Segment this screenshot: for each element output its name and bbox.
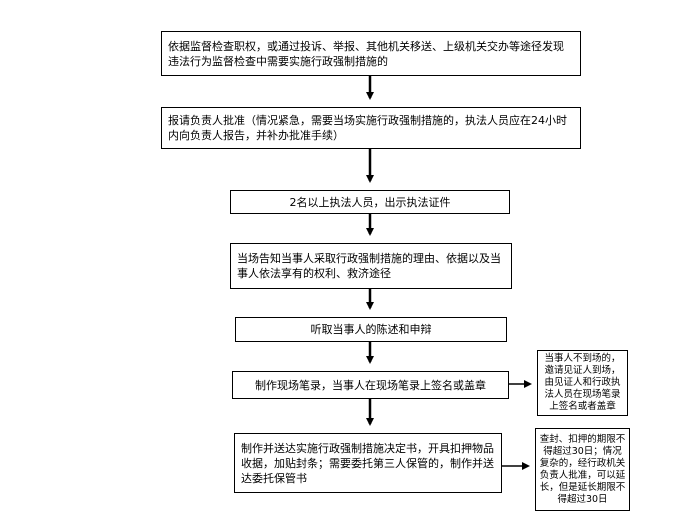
step-request-approval: 报请负责人批准（情况紧急，需要当场实施行政强制措施的，执法人员应在24小时内向负… bbox=[161, 107, 581, 149]
step-show-credentials: 2名以上执法人员，出示执法证件 bbox=[230, 190, 510, 214]
step-serve-decision-text: 制作并送达实施行政强制措施决定书，开具扣押物品收据，加贴封条；需要委托第三人保管… bbox=[241, 441, 494, 485]
note-absent-party: 当事人不到场的，邀请见证人到场，由见证人和行政执法人员在现场笔录上签名或者盖章 bbox=[537, 350, 628, 416]
step-inform-party-text: 当场告知当事人采取行政强制措施的理由、依据以及当事人依法享有的权利、救济途径 bbox=[237, 252, 501, 280]
step-hear-statement: 听取当事人的陈述和申辩 bbox=[235, 317, 507, 342]
step-request-approval-text: 报请负责人批准（情况紧急，需要当场实施行政强制措施的，执法人员应在24小时内向负… bbox=[168, 114, 567, 142]
note-absent-party-text: 当事人不到场的，邀请见证人到场，由见证人和行政执法人员在现场笔录上签名或者盖章 bbox=[544, 353, 621, 412]
step-discover-violation-text: 依据监督检查职权，或通过投诉、举报、其他机关移送、上级机关交办等途径发现违法行为… bbox=[168, 39, 564, 68]
step-inform-party: 当场告知当事人采取行政强制措施的理由、依据以及当事人依法享有的权利、救济途径 bbox=[230, 243, 512, 289]
step-show-credentials-text: 2名以上执法人员，出示执法证件 bbox=[289, 195, 451, 209]
step-serve-decision: 制作并送达实施行政强制措施决定书，开具扣押物品收据，加贴封条；需要委托第三人保管… bbox=[234, 433, 502, 493]
note-seizure-period-text: 查封、扣押的期限不得超过30日；情况复杂的，经行政机关负责人批准，可以延长，但是… bbox=[539, 433, 626, 505]
note-seizure-period: 查封、扣押的期限不得超过30日；情况复杂的，经行政机关负责人批准，可以延长，但是… bbox=[535, 428, 630, 511]
step-discover-violation: 依据监督检查职权，或通过投诉、举报、其他机关移送、上级机关交办等途径发现违法行为… bbox=[161, 31, 581, 76]
step-onsite-record: 制作现场笔录，当事人在现场笔录上签名或盖章 bbox=[232, 371, 509, 399]
step-onsite-record-text: 制作现场笔录，当事人在现场笔录上签名或盖章 bbox=[255, 378, 486, 392]
step-hear-statement-text: 听取当事人的陈述和申辩 bbox=[310, 323, 432, 336]
